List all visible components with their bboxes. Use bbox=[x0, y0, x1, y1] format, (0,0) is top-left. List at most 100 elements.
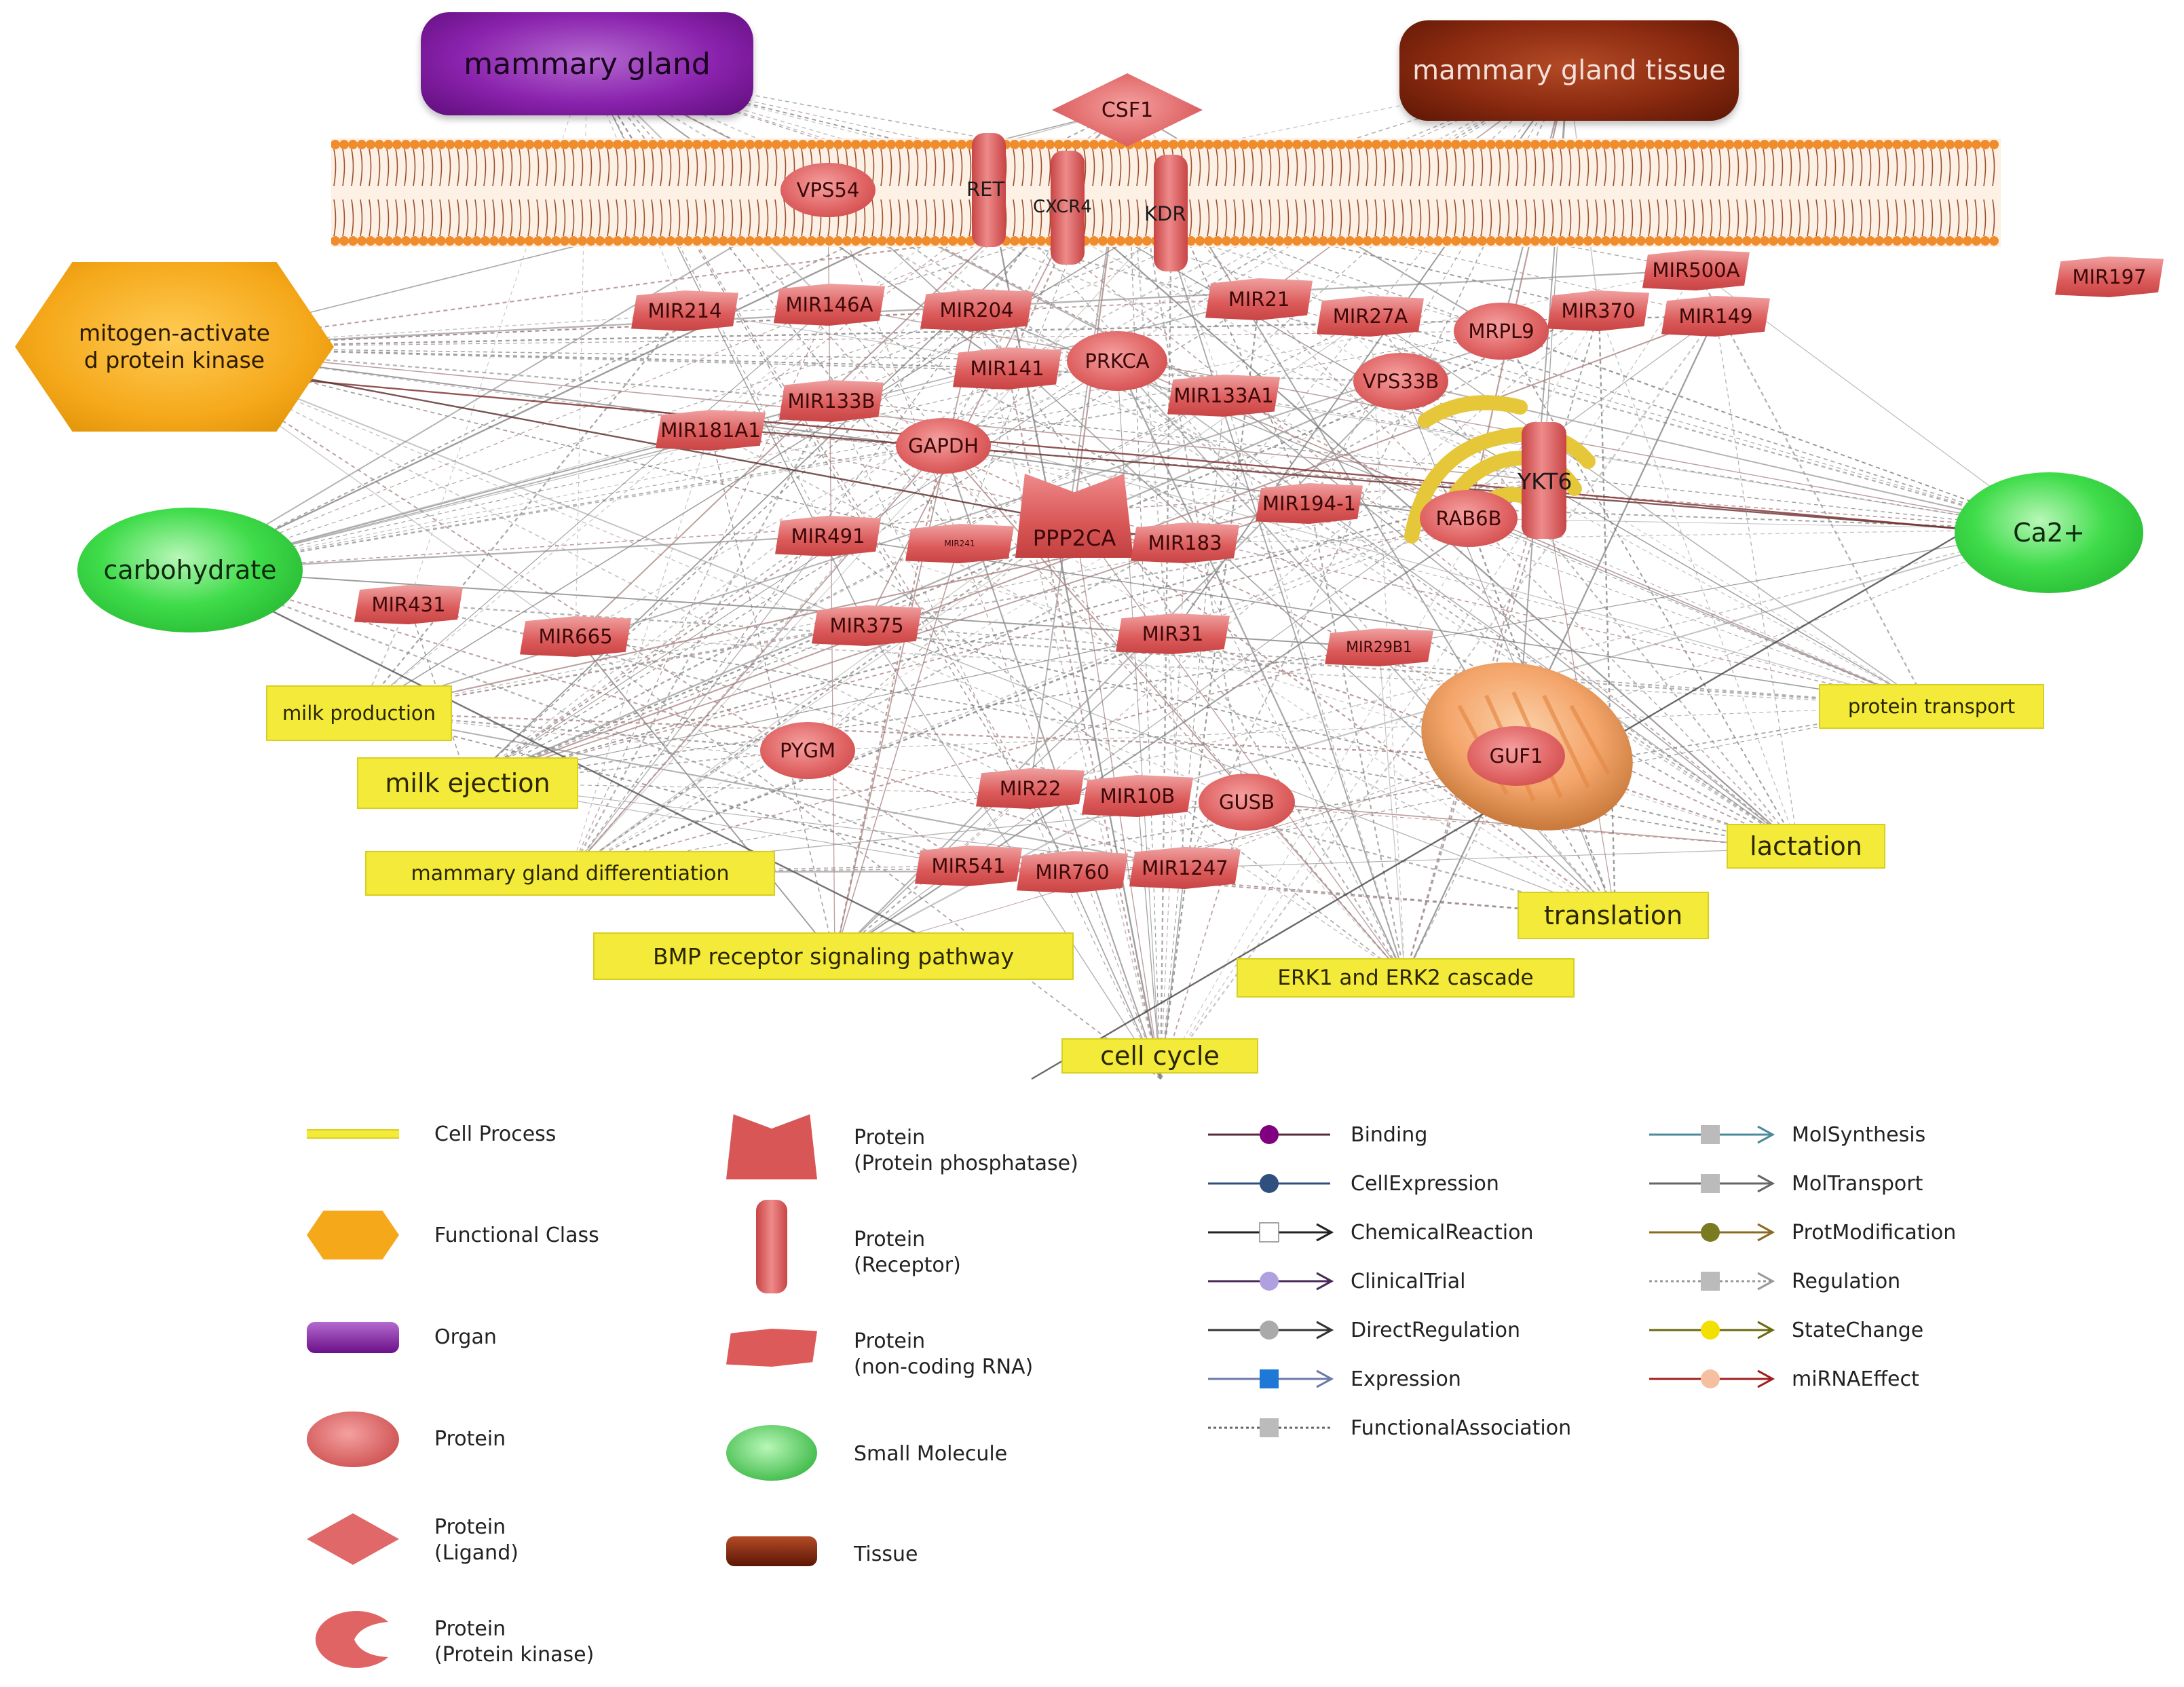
network-edge bbox=[408, 64, 588, 605]
legend-edge-arrow bbox=[1757, 1321, 1775, 1340]
node-mir431[interactable]: MIR431 bbox=[354, 585, 463, 624]
node-label: MIR370 bbox=[1561, 299, 1636, 322]
process-lactation[interactable]: lactation bbox=[1727, 824, 1885, 869]
node-mrpl9[interactable]: MRPL9 bbox=[1454, 303, 1549, 360]
node-label: MIR197 bbox=[2072, 265, 2147, 288]
node-ca2[interactable]: Ca2+ bbox=[1955, 472, 2143, 593]
node-mir146a[interactable]: MIR146A bbox=[774, 284, 885, 326]
network-edge bbox=[977, 310, 1161, 1080]
node-cxcr4-shape[interactable] bbox=[1051, 151, 1085, 265]
node-mammary-gland[interactable]: mammary gland bbox=[421, 12, 753, 115]
node-mir181a1[interactable]: MIR181A1 bbox=[656, 410, 766, 451]
legend-icon-receptor bbox=[756, 1200, 787, 1293]
legend-label-small-molecule: Small Molecule bbox=[854, 1442, 1008, 1466]
legend-edge-arrow bbox=[1757, 1223, 1775, 1242]
node-mir-small[interactable]: MIR241 bbox=[905, 524, 1014, 563]
network-edge bbox=[1378, 647, 1406, 978]
node-mir197[interactable]: MIR197 bbox=[2055, 257, 2164, 297]
node-mir133a1[interactable]: MIR133A1 bbox=[1167, 375, 1280, 417]
network-edge bbox=[569, 647, 1380, 873]
node-prkca[interactable]: PRKCA bbox=[1067, 331, 1167, 391]
legend-edge-types bbox=[1208, 1125, 1775, 1437]
network-edge bbox=[359, 711, 1186, 869]
node-mir141[interactable]: MIR141 bbox=[953, 347, 1061, 390]
node-mir10b[interactable]: MIR10B bbox=[1082, 775, 1193, 817]
legend-label-statechange: StateChange bbox=[1792, 1319, 1924, 1342]
node-gapdh[interactable]: GAPDH bbox=[896, 418, 991, 474]
node-label: MIR181A1 bbox=[660, 419, 761, 442]
legend-edge-marker bbox=[1701, 1174, 1720, 1193]
node-carbohydrate[interactable]: carbohydrate bbox=[77, 508, 303, 632]
node-mir370[interactable]: MIR370 bbox=[1547, 290, 1649, 331]
network-edge bbox=[586, 64, 1311, 504]
network-edge bbox=[709, 430, 1928, 706]
node-label: MIR241 bbox=[944, 539, 975, 548]
node-mir1247[interactable]: MIR1247 bbox=[1129, 847, 1241, 889]
node-mir214[interactable]: MIR214 bbox=[631, 290, 738, 331]
network-edge bbox=[189, 189, 829, 571]
node-rab6b[interactable]: RAB6B bbox=[1420, 490, 1518, 547]
node-mir149[interactable]: MIR149 bbox=[1661, 296, 1770, 337]
node-mir27a[interactable]: MIR27A bbox=[1317, 296, 1424, 337]
network-edge bbox=[1116, 360, 1406, 978]
node-label: MIR214 bbox=[647, 299, 722, 322]
legend-label-protein-kinase: Protein (Protein kinase) bbox=[434, 1617, 595, 1667]
legend-icon-cell-process bbox=[307, 1129, 399, 1139]
network-edge bbox=[988, 189, 1162, 1080]
network-edge bbox=[169, 346, 1401, 383]
process-translation[interactable]: translation bbox=[1518, 892, 1709, 939]
network-edge bbox=[865, 625, 1799, 849]
node-mir760[interactable]: MIR760 bbox=[1017, 851, 1128, 893]
process-mammary-gland-differentiation[interactable]: mammary gland differentiation bbox=[365, 851, 775, 896]
node-mir21[interactable]: MIR21 bbox=[1205, 278, 1313, 320]
process-milk-ejection[interactable]: milk ejection bbox=[357, 757, 578, 809]
node-mapk[interactable]: mitogen-activate d protein kinase bbox=[15, 262, 334, 432]
node-label: MIR431 bbox=[371, 593, 446, 616]
node-mir375[interactable]: MIR375 bbox=[812, 605, 922, 646]
network-edge bbox=[169, 305, 830, 348]
network-edge bbox=[468, 633, 1173, 784]
node-mir665[interactable]: MIR665 bbox=[520, 616, 631, 657]
network-edge bbox=[1695, 269, 1929, 706]
node-label: carbohydrate bbox=[103, 555, 277, 585]
node-mammary-gland-tissue[interactable]: mammary gland tissue bbox=[1399, 20, 1739, 121]
process-protein-transport[interactable]: protein transport bbox=[1819, 684, 2044, 729]
process-bmp-receptor-signaling[interactable]: BMP receptor signaling pathway bbox=[593, 932, 1074, 980]
network-edge bbox=[1224, 394, 2049, 530]
node-guf1[interactable]: GUF1 bbox=[1467, 726, 1565, 786]
node-ret-shape[interactable] bbox=[972, 133, 1006, 247]
node-mir31[interactable]: MIR31 bbox=[1116, 613, 1230, 654]
node-mir491[interactable]: MIR491 bbox=[775, 516, 881, 556]
node-mir183[interactable]: MIR183 bbox=[1131, 523, 1239, 563]
process-erk-cascade[interactable]: ERK1 and ERK2 cascade bbox=[1237, 958, 1575, 998]
process-label: lactation bbox=[1750, 831, 1862, 861]
node-ykt6-shape[interactable] bbox=[1522, 422, 1566, 539]
process-milk-production[interactable]: milk production bbox=[266, 685, 452, 741]
node-label: PRKCA bbox=[1085, 349, 1150, 373]
node-vps33b[interactable]: VPS33B bbox=[1353, 353, 1448, 410]
node-mir541[interactable]: MIR541 bbox=[915, 846, 1022, 886]
node-mir29b1[interactable]: MIR29B1 bbox=[1325, 628, 1433, 666]
legend-edge-marker bbox=[1701, 1321, 1720, 1340]
network-edge bbox=[1137, 795, 1161, 1080]
node-mir500a[interactable]: MIR500A bbox=[1642, 250, 1750, 290]
legend-icon-small-molecule bbox=[726, 1425, 817, 1481]
network-edge bbox=[831, 400, 1928, 706]
network-edge bbox=[569, 381, 1401, 873]
node-label: VPS33B bbox=[1362, 370, 1439, 393]
node-vps54[interactable]: VPS54 bbox=[780, 163, 876, 217]
network-edge bbox=[709, 430, 835, 958]
node-pygm[interactable]: PYGM bbox=[760, 722, 855, 779]
process-cell-cycle[interactable]: cell cycle bbox=[1061, 1038, 1258, 1074]
node-mir204[interactable]: MIR204 bbox=[920, 289, 1033, 331]
node-label: MIR10B bbox=[1099, 784, 1175, 808]
node-kdr-shape[interactable] bbox=[1154, 155, 1188, 271]
legend-edge-marker bbox=[1701, 1369, 1720, 1388]
node-mir133b[interactable]: MIR133B bbox=[779, 380, 884, 422]
node-mir194-1[interactable]: MIR194-1 bbox=[1256, 483, 1363, 524]
node-mir22[interactable]: MIR22 bbox=[976, 768, 1085, 809]
legend-icon-ligand bbox=[307, 1513, 399, 1565]
network-edge bbox=[359, 480, 1544, 713]
node-gusb[interactable]: GUSB bbox=[1199, 774, 1295, 831]
network-edge bbox=[709, 108, 1127, 431]
